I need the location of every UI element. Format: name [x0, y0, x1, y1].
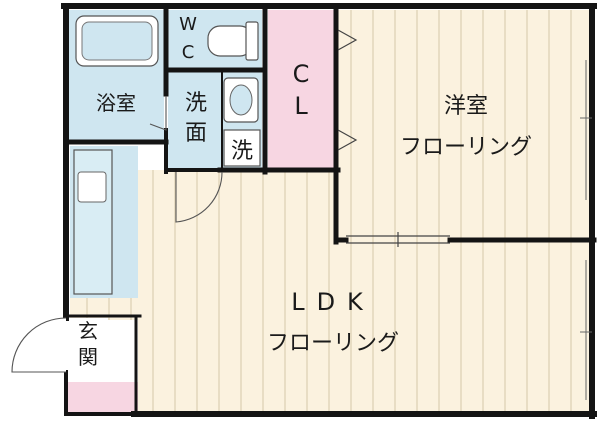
- wash-basin-icon: [223, 77, 259, 123]
- kitchen-counter: [73, 149, 113, 295]
- western-room-title: 洋室: [444, 94, 488, 119]
- ldk-title: LDK: [291, 288, 375, 316]
- entrance-door-swing: [11, 317, 67, 373]
- washroom-label-bottom: 面: [185, 121, 207, 146]
- entrance-tile: [68, 382, 138, 412]
- closet-label-top: C: [293, 60, 310, 88]
- walls: [61, 3, 597, 419]
- entrance-floor: [68, 318, 108, 382]
- bath-door-swing: [149, 96, 167, 131]
- washer-label: 洗: [231, 139, 253, 164]
- closet-door: [337, 29, 358, 151]
- washroom-door-swing: [175, 171, 223, 223]
- sliding-door: [346, 232, 450, 247]
- entrance-label-bottom: 関: [78, 345, 98, 369]
- ldk-floor-label: フローリング: [267, 331, 399, 356]
- western-room-floor-label: フローリング: [400, 135, 532, 160]
- entrance-label-top: 玄: [78, 319, 98, 343]
- washroom-label-top: 洗: [185, 91, 207, 116]
- wc-label-c: C: [182, 42, 195, 63]
- washer-space: [223, 129, 261, 167]
- toilet-icon: [207, 21, 259, 61]
- wc-label-w: W: [179, 14, 197, 35]
- bathtub-inner: [81, 21, 153, 61]
- window-marks: [580, 60, 592, 400]
- closet-label-bottom: L: [294, 92, 308, 120]
- closet-area: [268, 10, 334, 168]
- bath-label: 浴室: [96, 91, 136, 115]
